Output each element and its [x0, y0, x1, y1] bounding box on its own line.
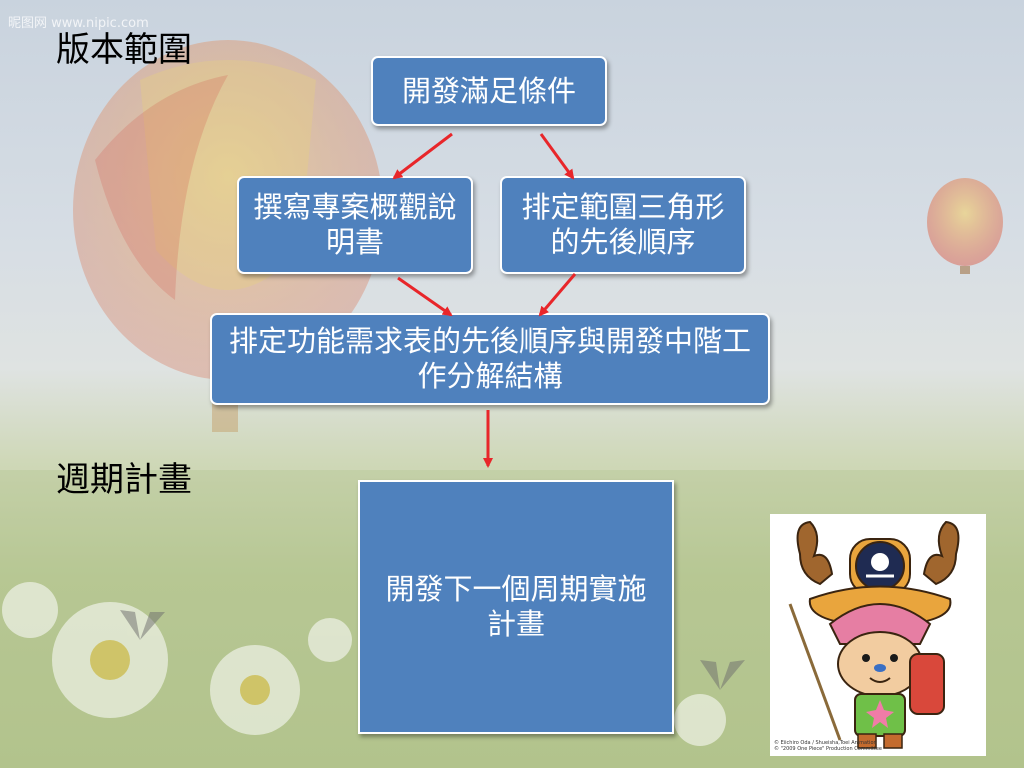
image-credit: © Eiichiro Oda / Shueisha,Toei Animation…: [774, 740, 882, 753]
daisy-flowers: [2, 582, 726, 746]
butterfly-decoration: [120, 610, 745, 690]
node-sort-triangle-label: 排定範圍三角形的先後順序: [521, 190, 725, 259]
node-sort-triangle: 排定範圍三角形的先後順序: [500, 176, 746, 274]
node-dev-conditions: 開發滿足條件: [371, 56, 607, 126]
chopper-illustration: © Eiichiro Oda / Shueisha,Toei Animation…: [770, 514, 986, 756]
image-credit-line-1: © Eiichiro Oda / Shueisha,Toei Animation: [774, 739, 877, 746]
image-credit-line-2: © "2009 One Piece" Production Committee: [774, 745, 883, 752]
node-sort-features-label: 排定功能需求表的先後順序與開發中階工作分解結構: [228, 324, 751, 393]
section-title-cycle: 週期計畫: [56, 460, 192, 500]
chopper-figure: [788, 520, 960, 749]
node-write-overview: 撰寫專案概觀說明書: [237, 176, 473, 274]
node-sort-features: 排定功能需求表的先後順序與開發中階工作分解結構: [210, 313, 770, 405]
node-dev-conditions-label: 開發滿足條件: [401, 73, 576, 108]
node-next-cycle-label: 開發下一個周期實施計畫: [385, 572, 647, 641]
section-title-scope: 版本範圍: [56, 30, 192, 70]
hot-air-balloon-small: [927, 178, 1003, 274]
node-write-overview-label: 撰寫專案概觀說明書: [253, 190, 457, 259]
watermark-text: 昵图网 www.nipic.com: [8, 16, 149, 31]
node-next-cycle: 開發下一個周期實施計畫: [358, 480, 674, 734]
